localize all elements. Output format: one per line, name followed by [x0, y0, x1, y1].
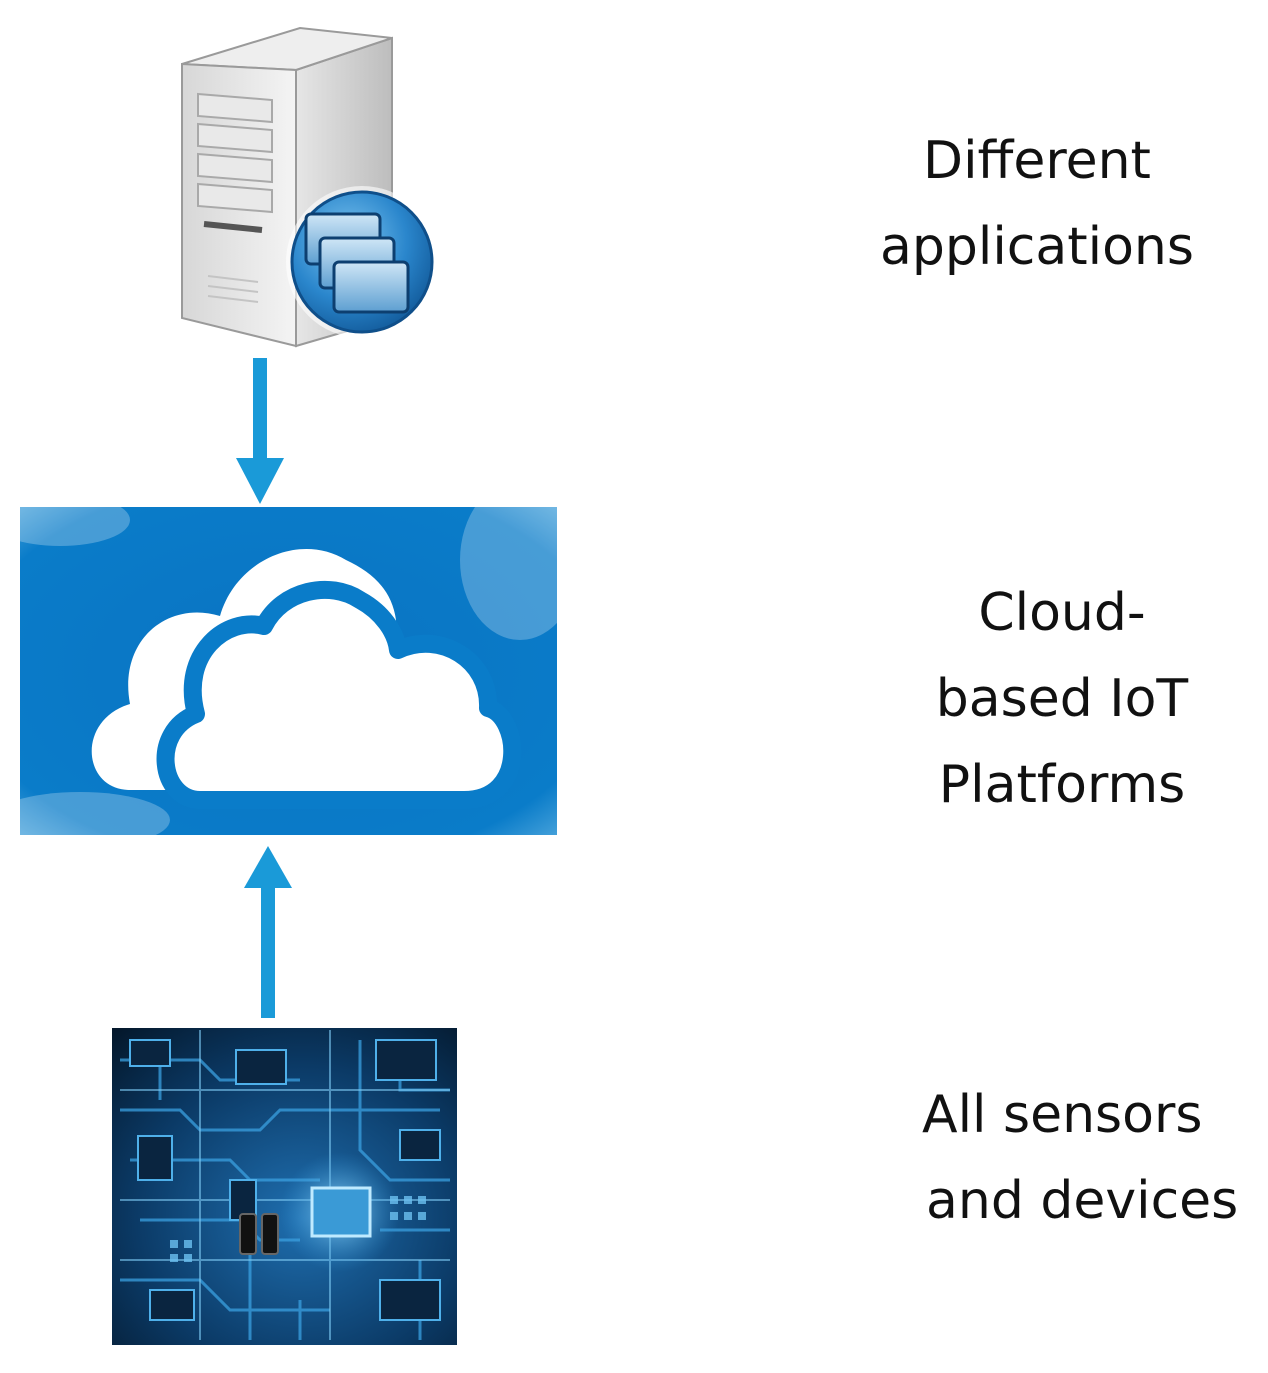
label-line: Different [923, 131, 1151, 191]
label-cloud-platforms: Cloud- based IoT Platforms [912, 570, 1212, 828]
arrow-down [236, 358, 284, 504]
server-icon [181, 26, 438, 348]
label-line: and devices [926, 1171, 1239, 1231]
label-applications: Different applications [872, 118, 1202, 290]
arrow-up [244, 846, 292, 1018]
label-line: All sensors [922, 1085, 1203, 1145]
circuit-board-icon [112, 1028, 457, 1345]
label-line: Cloud- [978, 583, 1146, 643]
cloud-icon [0, 480, 580, 848]
label-sensors-devices: All sensors and devices [922, 1072, 1262, 1244]
label-line: based IoT [935, 669, 1189, 729]
label-line: Platforms [938, 755, 1186, 815]
label-line: applications [880, 217, 1194, 277]
windows-icon [304, 212, 410, 314]
